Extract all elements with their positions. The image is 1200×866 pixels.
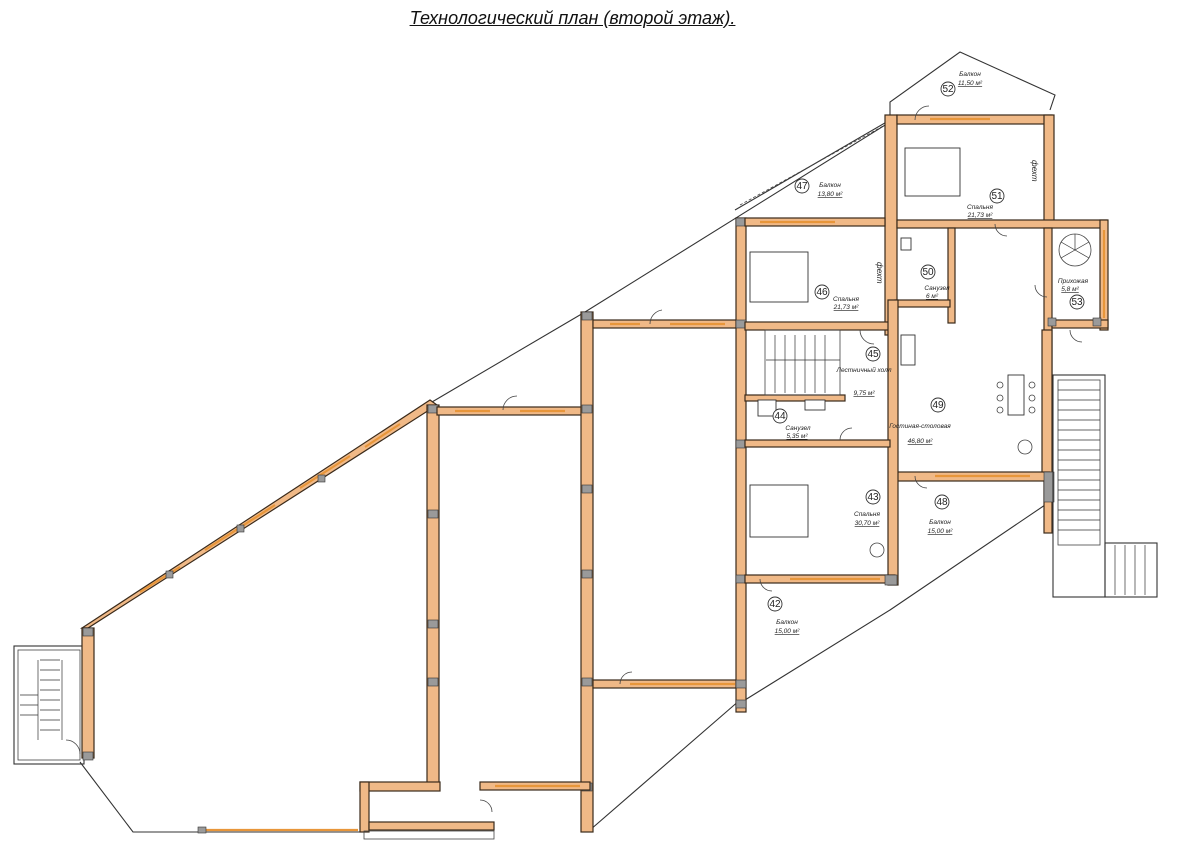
room-number: 53 <box>1071 297 1083 308</box>
room-50: 50 Санузел 6 м² <box>920 264 950 300</box>
room-name: Балкон <box>959 71 981 78</box>
room-number: 42 <box>769 599 781 610</box>
room-name: Санузел <box>785 425 811 432</box>
room-47: 47 Балкон 13,80 м² <box>794 178 844 198</box>
room-number: 45 <box>867 349 879 360</box>
room-number: 48 <box>936 497 948 508</box>
room-area: 15,00 м² <box>928 528 954 535</box>
room-name: Санузел <box>924 285 950 292</box>
room-name: Спальня <box>854 511 880 518</box>
bottom-wall <box>197 781 591 840</box>
room-area: 30,70 м² <box>855 520 881 527</box>
apartment-walls <box>744 114 1109 586</box>
vertical-label-1: фехт <box>1030 160 1039 182</box>
room-name: Балкон <box>776 619 798 626</box>
room-45: 45 Лестничный холл 9,75 м² <box>836 346 892 397</box>
central-walls <box>580 217 747 833</box>
room-area: 13,80 м² <box>818 191 844 198</box>
room-number: 46 <box>816 287 828 298</box>
room-area: 11,50 м² <box>958 80 983 87</box>
doors <box>65 105 1083 813</box>
spiral-stair <box>1058 233 1092 267</box>
room-43: 43 Спальня 30,70 м² <box>854 489 881 527</box>
room-number: 44 <box>774 411 786 422</box>
room-52: 52 Балкон 11,50 м² <box>940 71 983 97</box>
room-number: 51 <box>991 191 1003 202</box>
room-number: 49 <box>932 400 944 411</box>
interior-stair <box>764 329 841 396</box>
room-name: Прихожая <box>1058 278 1089 285</box>
diagonal-wall <box>79 399 439 629</box>
left-walls <box>81 404 588 792</box>
room-name: Балкон <box>819 182 841 189</box>
room-number: 43 <box>867 492 879 503</box>
room-number: 50 <box>922 267 934 278</box>
room-area: 15,00 м² <box>775 628 801 635</box>
room-area: 5,8 м² <box>1061 286 1079 293</box>
room-area: 9,75 м² <box>853 390 875 397</box>
room-name: Лестничный холл <box>836 366 892 374</box>
plan-title: Технологический план (второй этаж). <box>409 8 736 28</box>
room-number: 47 <box>796 181 808 192</box>
room-42: 42 Балкон 15,00 м² <box>767 596 801 635</box>
room-area: 46,80 м² <box>908 438 934 445</box>
right-stairs <box>1052 374 1158 598</box>
room-53: 53 Прихожая 5,8 м² <box>1058 278 1089 310</box>
room-number: 52 <box>942 84 954 95</box>
room-name: Гостиная-столовая <box>889 423 951 430</box>
room-name: Спальня <box>967 204 993 211</box>
room-area: 21,73 м² <box>967 212 994 219</box>
room-48: 48 Балкон 15,00 м² <box>928 494 954 535</box>
room-51: 51 Спальня 21,73 м² <box>967 188 1005 219</box>
furniture <box>749 147 1036 558</box>
room-area: 21,73 м² <box>833 304 860 311</box>
room-46: 46 Спальня 21,73 м² <box>814 284 860 311</box>
room-49: 49 Гостиная-столовая 46,80 м² <box>889 397 951 445</box>
room-area: 6 м² <box>926 293 939 300</box>
room-name: Спальня <box>833 296 859 303</box>
room-area: 5,35 м² <box>786 433 808 440</box>
vertical-label-2: фехт <box>875 262 884 284</box>
left-stair <box>13 645 85 765</box>
room-name: Балкон <box>929 519 951 526</box>
room-44: 44 Санузел 5,35 м² <box>772 408 811 440</box>
